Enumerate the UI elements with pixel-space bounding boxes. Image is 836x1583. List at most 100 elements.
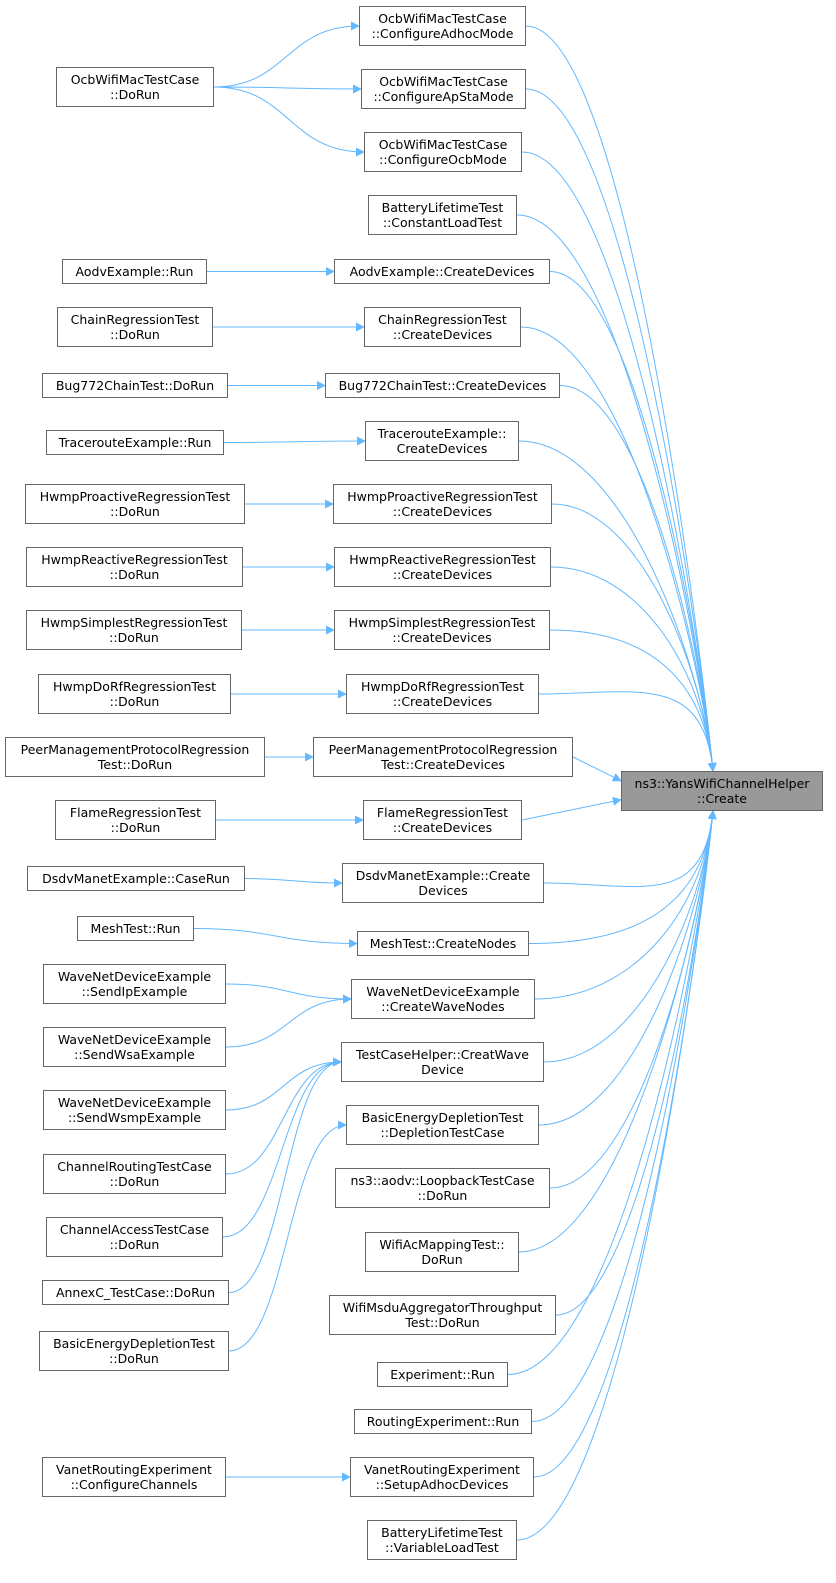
node-label-line: RoutingExperiment::Run: [366, 1414, 520, 1429]
node-wavenetdeviceexample-sendwsaexample[interactable]: WaveNetDeviceExample::SendWsaExample: [43, 1027, 226, 1067]
edge-m7-to-target: [559, 385, 717, 772]
node-label-line: Device: [421, 1062, 464, 1077]
node-meshtest-run[interactable]: MeshTest::Run: [77, 916, 194, 941]
edge-m23-to-target: [507, 810, 717, 1375]
node-label-line: HwmpDoRfRegressionTest: [52, 679, 217, 694]
node-meshtest-createnodes[interactable]: MeshTest::CreateNodes: [357, 931, 529, 956]
edge-m11-to-target: [549, 629, 717, 772]
node-label-line: TestCaseHelper::CreatWave: [356, 1047, 529, 1062]
node-label-line: OcbWifiMacTestCase: [378, 11, 507, 26]
node-label-line: ChannelAccessTestCase: [59, 1222, 210, 1237]
node-label-line: ::CreateDevices: [392, 630, 492, 645]
node-label-line: ::DoRun: [109, 630, 159, 645]
node-wavenetdeviceexample-createwavenodes[interactable]: WaveNetDeviceExample::CreateWaveNodes: [351, 979, 535, 1019]
node-label-line: ::SendWsaExample: [74, 1047, 195, 1062]
node-hwmpreactiveregressiontest-createdevices[interactable]: HwmpReactiveRegressionTest::CreateDevice…: [334, 547, 551, 587]
node-ocbwifimactestcase-configureapstamode[interactable]: OcbWifiMacTestCase::ConfigureApStaMode: [361, 69, 526, 109]
edge-m6-to-target: [520, 326, 717, 772]
edge-l1-to-m2: [213, 84, 362, 94]
node-label-line: ::DoRun: [109, 1174, 160, 1189]
node-ocbwifimactestcase-configureocbmode[interactable]: OcbWifiMacTestCase::ConfigureOcbMode: [364, 132, 522, 172]
edge-l5-to-m8: [223, 436, 366, 446]
node-ocbwifimactestcase-dorun[interactable]: OcbWifiMacTestCase::DoRun: [56, 67, 214, 107]
node-label-line: HwmpReactiveRegressionTest: [349, 552, 536, 567]
node-flameregressiontest-dorun[interactable]: FlameRegressionTest::DoRun: [55, 800, 216, 840]
node-label-line: AodvExample::CreateDevices: [349, 264, 535, 279]
node-ocbwifimactestcase-configureadhocmode[interactable]: OcbWifiMacTestCase::ConfigureAdhocMode: [359, 6, 526, 46]
node-aodvexample-run[interactable]: AodvExample::Run: [62, 259, 207, 284]
node-hwmpreactiveregressiontest-dorun[interactable]: HwmpReactiveRegressionTest::DoRun: [26, 547, 243, 587]
node-label-line: HwmpProactiveRegressionTest: [347, 489, 538, 504]
node-channelaccesstestcase-dorun[interactable]: ChannelAccessTestCase::DoRun: [46, 1217, 223, 1257]
edge-m10-to-target: [550, 566, 717, 772]
node-hwmpdorfregressiontest-dorun[interactable]: HwmpDoRfRegressionTest::DoRun: [38, 674, 231, 714]
node-basicenergydepletiontest-dorun[interactable]: BasicEnergyDepletionTest::DoRun: [39, 1331, 229, 1371]
node-hwmpdorfregressiontest-createdevices[interactable]: HwmpDoRfRegressionTest::CreateDevices: [346, 674, 539, 714]
node-ns3-aodv-loopbacktestcase-dorun[interactable]: ns3::aodv::LoopbackTestCase::DoRun: [335, 1168, 550, 1208]
node-wavenetdeviceexample-sendwsmpexample[interactable]: WaveNetDeviceExample::SendWsmpExample: [43, 1090, 226, 1130]
node-aodvexample-createdevices[interactable]: AodvExample::CreateDevices: [334, 259, 550, 284]
node-vanetroutingexperiment-setupadhocdevices[interactable]: VanetRoutingExperiment::SetupAdhocDevice…: [350, 1457, 534, 1497]
node-label-line: ::Create: [697, 791, 747, 806]
node-wifiacmappingtest-dorun[interactable]: WifiAcMappingTest::DoRun: [365, 1232, 519, 1272]
node-label-line: ::DoRun: [110, 504, 160, 519]
node-chainregressiontest-createdevices[interactable]: ChainRegressionTest::CreateDevices: [364, 307, 521, 347]
node-label-line: OcbWifiMacTestCase: [379, 74, 508, 89]
edge-m14-to-target: [521, 796, 622, 821]
node-label-line: VanetRoutingExperiment: [364, 1462, 520, 1477]
node-bug772chaintest-createdevices[interactable]: Bug772ChainTest::CreateDevices: [325, 373, 560, 398]
edge-l12-to-m15: [244, 878, 343, 888]
node-hwmpsimplestregressiontest-createdevices[interactable]: HwmpSimplestRegressionTest::CreateDevice…: [334, 610, 550, 650]
node-label-line: OcbWifiMacTestCase: [70, 72, 200, 87]
node-label-line: Test::DoRun: [97, 757, 173, 772]
node-label-line: PeerManagementProtocolRegression: [328, 742, 558, 757]
node-routingexperiment-run[interactable]: RoutingExperiment::Run: [354, 1409, 532, 1434]
node-label-line: VanetRoutingExperiment: [56, 1462, 212, 1477]
node-label-line: ::SendIpExample: [81, 984, 188, 999]
node-channelroutingtestcase-dorun[interactable]: ChannelRoutingTestCase::DoRun: [43, 1154, 226, 1194]
edge-m17-to-target: [534, 810, 717, 1000]
node-hwmpproactiveregressiontest-createdevices[interactable]: HwmpProactiveRegressionTest::CreateDevic…: [333, 484, 552, 524]
node-chainregressiontest-dorun[interactable]: ChainRegressionTest::DoRun: [57, 307, 213, 347]
node-experiment-run[interactable]: Experiment::Run: [377, 1362, 508, 1387]
node-dsdvmanetexample-caserun[interactable]: DsdvManetExample::CaseRun: [27, 866, 245, 891]
edge-m9-to-target: [551, 503, 717, 772]
node-batterylifetimetest-variableloadtest[interactable]: BatteryLifetimeTest::VariableLoadTest: [367, 1520, 517, 1560]
edge-m19-to-target: [538, 810, 717, 1126]
node-label-line: Bug772ChainTest::CreateDevices: [338, 378, 547, 393]
node-hwmpsimplestregressiontest-dorun[interactable]: HwmpSimplestRegressionTest::DoRun: [26, 610, 242, 650]
node-flameregressiontest-createdevices[interactable]: FlameRegressionTest::CreateDevices: [363, 800, 522, 840]
node-batterylifetimetest-constantloadtest[interactable]: BatteryLifetimeTest::ConstantLoadTest: [368, 195, 517, 235]
node-label-line: TracerouteExample::Run: [58, 435, 212, 450]
node-tracerouteexample-run[interactable]: TracerouteExample::Run: [46, 430, 224, 455]
node-label-line: ::VariableLoadTest: [385, 1540, 499, 1555]
edge-l20-to-m19: [228, 1120, 347, 1352]
node-bug772chaintest-dorun[interactable]: Bug772ChainTest::DoRun: [42, 373, 228, 398]
edge-m25-to-target: [533, 810, 717, 1478]
edge-m13-to-target: [572, 756, 622, 782]
node-label-line: ::CreateDevices: [392, 567, 493, 582]
node-label-line: Devices: [418, 883, 468, 898]
node-label-line: ::DoRun: [417, 1188, 468, 1203]
edge-m18-to-target: [543, 810, 717, 1063]
edge-m21-to-target: [518, 810, 717, 1253]
node-label-line: FlameRegressionTest: [69, 805, 202, 820]
edge-m2-to-target: [525, 88, 717, 772]
node-tracerouteexample-createdevices[interactable]: TracerouteExample::CreateDevices: [365, 421, 519, 461]
node-label-line: ::CreateWaveNodes: [381, 999, 505, 1014]
node-label-line: ::DoRun: [110, 327, 160, 342]
node-label-line: ChannelRoutingTestCase: [57, 1159, 212, 1174]
node-label-line: AnnexC_TestCase::DoRun: [55, 1285, 216, 1300]
node-basicenergydepletiontest-depletiontestcase[interactable]: BasicEnergyDepletionTest::DepletionTestC…: [346, 1105, 539, 1145]
node-label-line: OcbWifiMacTestCase: [378, 137, 508, 152]
node-hwmpproactiveregressiontest-dorun[interactable]: HwmpProactiveRegressionTest::DoRun: [25, 484, 245, 524]
node-wavenetdeviceexample-sendipexample[interactable]: WaveNetDeviceExample::SendIpExample: [43, 964, 226, 1004]
node-annexc-testcase-dorun[interactable]: AnnexC_TestCase::DoRun: [42, 1280, 229, 1305]
edge-l13-to-m16: [193, 928, 358, 948]
node-vanetroutingexperiment-configurechannels[interactable]: VanetRoutingExperiment::ConfigureChannel…: [42, 1457, 226, 1497]
